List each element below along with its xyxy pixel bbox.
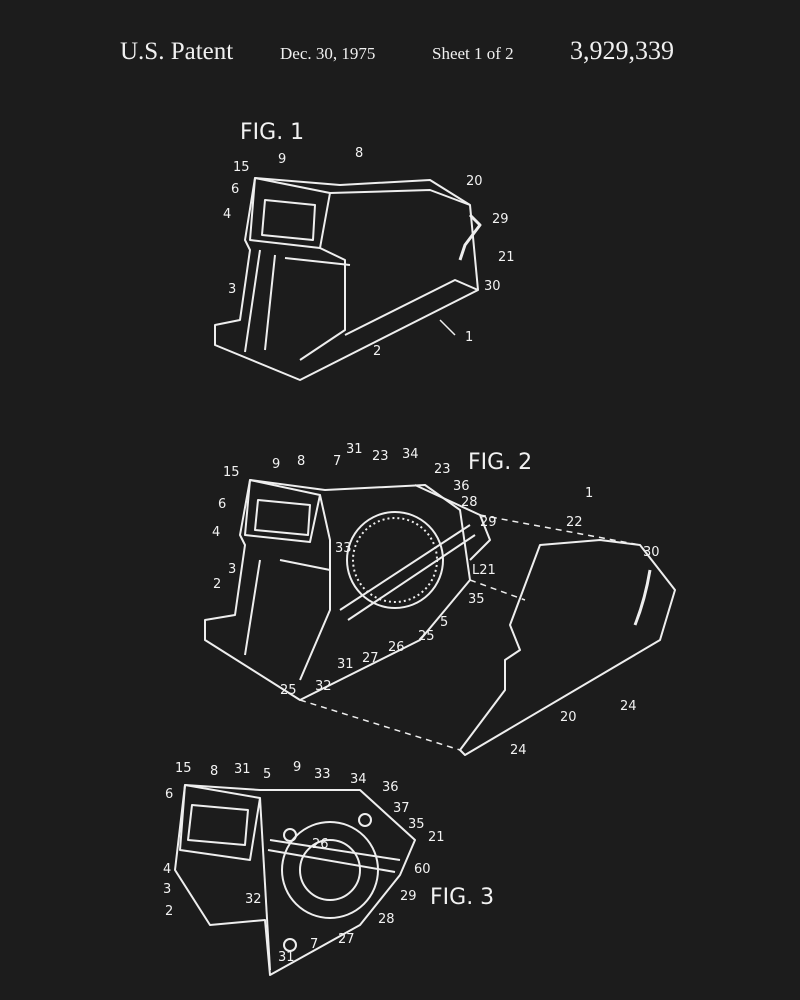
ref-label: 34 bbox=[402, 447, 419, 462]
ref-label: 6 bbox=[218, 497, 227, 512]
fig1-drawing bbox=[214, 177, 482, 381]
ref-label: 31 bbox=[278, 950, 295, 965]
ref-label: 2 bbox=[373, 344, 382, 359]
ref-label: 31 bbox=[234, 762, 251, 777]
ref-label: 25 bbox=[418, 629, 435, 644]
ref-label: 33 bbox=[314, 767, 331, 782]
ref-label: 7 bbox=[310, 937, 319, 952]
ref-label: 35 bbox=[468, 592, 485, 607]
ref-label: 15 bbox=[233, 160, 250, 175]
fig2-title: FIG. 2 bbox=[468, 450, 533, 475]
ref-label: 28 bbox=[461, 495, 478, 510]
ref-label: 31 bbox=[337, 657, 354, 672]
ref-label: 4 bbox=[223, 207, 232, 222]
ref-label: 15 bbox=[175, 761, 192, 776]
sheet-number: Sheet 1 of 2 bbox=[432, 44, 514, 63]
ref-label: 22 bbox=[566, 515, 583, 530]
ref-label: 9 bbox=[272, 457, 281, 472]
ref-label: 29 bbox=[480, 515, 497, 530]
ref-label: 29 bbox=[492, 212, 509, 227]
ref-label: 8 bbox=[210, 764, 219, 779]
ref-label: 1 bbox=[585, 486, 594, 501]
ref-label: 9 bbox=[278, 152, 287, 167]
fig3-drawing bbox=[174, 784, 416, 976]
ref-label: 28 bbox=[378, 912, 395, 927]
ref-label: 27 bbox=[362, 651, 379, 666]
ref-label: 24 bbox=[510, 743, 527, 758]
ref-label: 2 bbox=[213, 577, 222, 592]
ref-label: 26 bbox=[388, 640, 405, 655]
ref-label: 4 bbox=[163, 862, 172, 877]
ref-label: 21 bbox=[498, 250, 515, 265]
ref-label: 32 bbox=[315, 679, 332, 694]
fig3-title: FIG. 3 bbox=[430, 885, 495, 910]
ref-label: 30 bbox=[484, 279, 501, 294]
ref-label: 27 bbox=[338, 932, 355, 947]
ref-label: 35 bbox=[408, 817, 425, 832]
ref-label: 29 bbox=[400, 889, 417, 904]
ref-label: L21 bbox=[472, 563, 496, 578]
ref-label: 20 bbox=[466, 174, 483, 189]
ref-label: 6 bbox=[165, 787, 174, 802]
ref-label: 3 bbox=[228, 562, 237, 577]
ref-label: 2 bbox=[165, 904, 174, 919]
ref-label: 24 bbox=[620, 699, 637, 714]
ref-label: 36 bbox=[453, 479, 470, 494]
ref-label: 3 bbox=[163, 882, 172, 897]
ref-label: 5 bbox=[440, 615, 449, 630]
ref-label: 5 bbox=[263, 767, 272, 782]
ref-label: 7 bbox=[333, 454, 342, 469]
ref-label: 30 bbox=[643, 545, 660, 560]
ref-label: 4 bbox=[212, 525, 221, 540]
patent-number: 3,929,339 bbox=[570, 36, 674, 65]
ref-label: 34 bbox=[350, 772, 367, 787]
patent-title: U.S. Patent bbox=[120, 38, 234, 65]
ref-label: 8 bbox=[355, 146, 364, 161]
ref-label: 60 bbox=[414, 862, 431, 877]
ref-label: 1 bbox=[465, 330, 474, 345]
ref-label: 23 bbox=[372, 449, 389, 464]
ref-label: 21 bbox=[428, 830, 445, 845]
ref-label: 32 bbox=[245, 892, 262, 907]
fig1-title: FIG. 1 bbox=[240, 120, 305, 145]
ref-label: 20 bbox=[560, 710, 577, 725]
ref-label: 15 bbox=[223, 465, 240, 480]
fig2-drawing bbox=[204, 479, 676, 756]
ref-label: 6 bbox=[231, 182, 240, 197]
ref-label: 8 bbox=[297, 454, 306, 469]
ref-label: 3 bbox=[228, 282, 237, 297]
ref-label: 33 bbox=[335, 541, 352, 556]
ref-label: 9 bbox=[293, 760, 302, 775]
patent-date: Dec. 30, 1975 bbox=[280, 44, 376, 63]
ref-label: 37 bbox=[393, 801, 410, 816]
ref-label: 31 bbox=[346, 442, 363, 457]
ref-label: 23 bbox=[434, 462, 451, 477]
ref-label: 25 bbox=[280, 683, 297, 698]
ref-label: 36 bbox=[382, 780, 399, 795]
ref-label: 26 bbox=[312, 837, 329, 852]
